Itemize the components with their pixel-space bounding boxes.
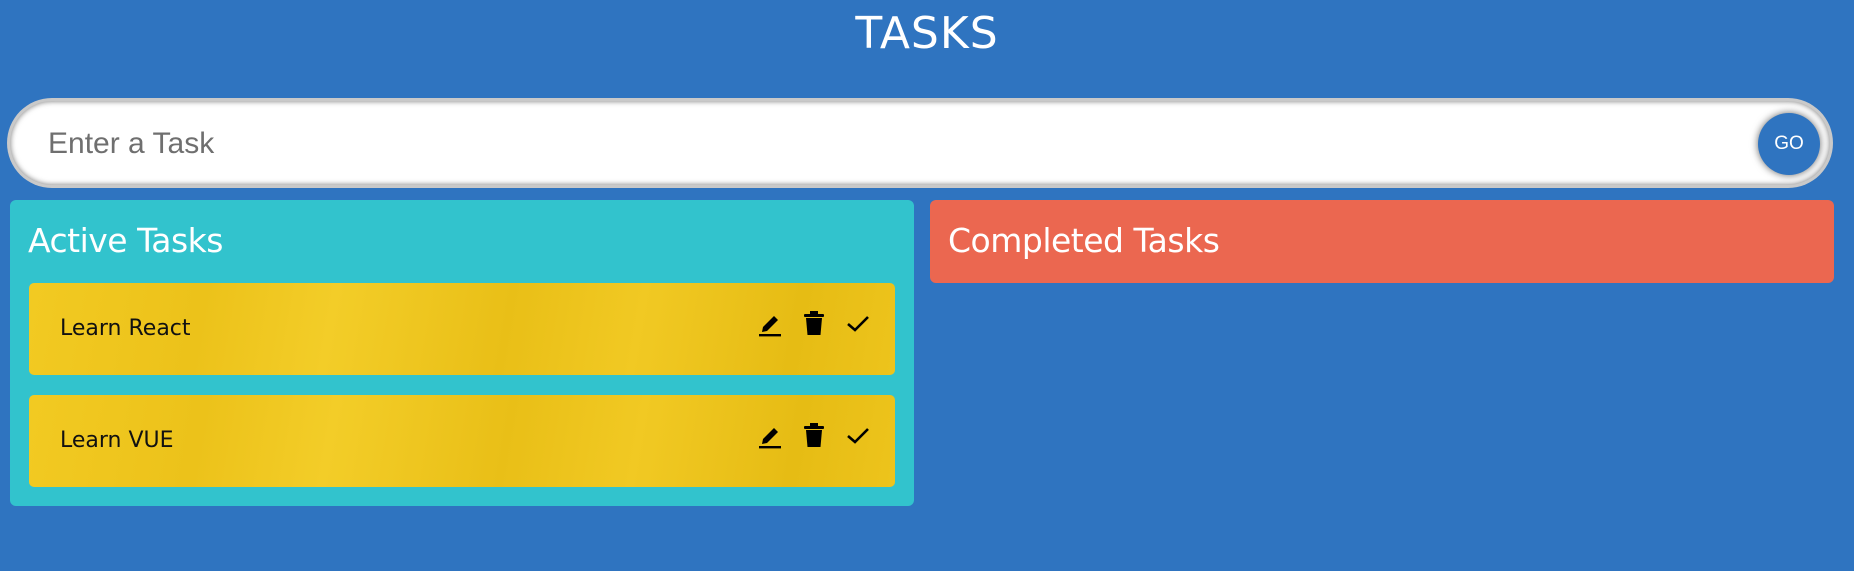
edit-icon[interactable] bbox=[757, 421, 783, 449]
delete-icon[interactable] bbox=[801, 309, 827, 337]
task-card: Learn React bbox=[29, 283, 895, 375]
task-actions bbox=[757, 309, 871, 337]
task-input-form: GO bbox=[10, 101, 1830, 187]
task-text: Learn React bbox=[60, 316, 191, 341]
completed-tasks-heading: Completed Tasks bbox=[948, 221, 1220, 260]
check-icon[interactable] bbox=[845, 309, 871, 337]
active-tasks-panel: Active Tasks Learn React Learn VUE bbox=[10, 200, 914, 506]
task-actions bbox=[757, 421, 871, 449]
edit-icon[interactable] bbox=[757, 309, 783, 337]
check-icon[interactable] bbox=[845, 421, 871, 449]
active-tasks-heading: Active Tasks bbox=[28, 221, 223, 260]
page-title: TASKS bbox=[855, 8, 999, 59]
go-button[interactable]: GO bbox=[1758, 113, 1820, 175]
task-card: Learn VUE bbox=[29, 395, 895, 487]
task-text: Learn VUE bbox=[60, 428, 174, 453]
task-input[interactable] bbox=[46, 101, 1750, 187]
completed-tasks-panel: Completed Tasks bbox=[930, 200, 1834, 283]
delete-icon[interactable] bbox=[801, 421, 827, 449]
